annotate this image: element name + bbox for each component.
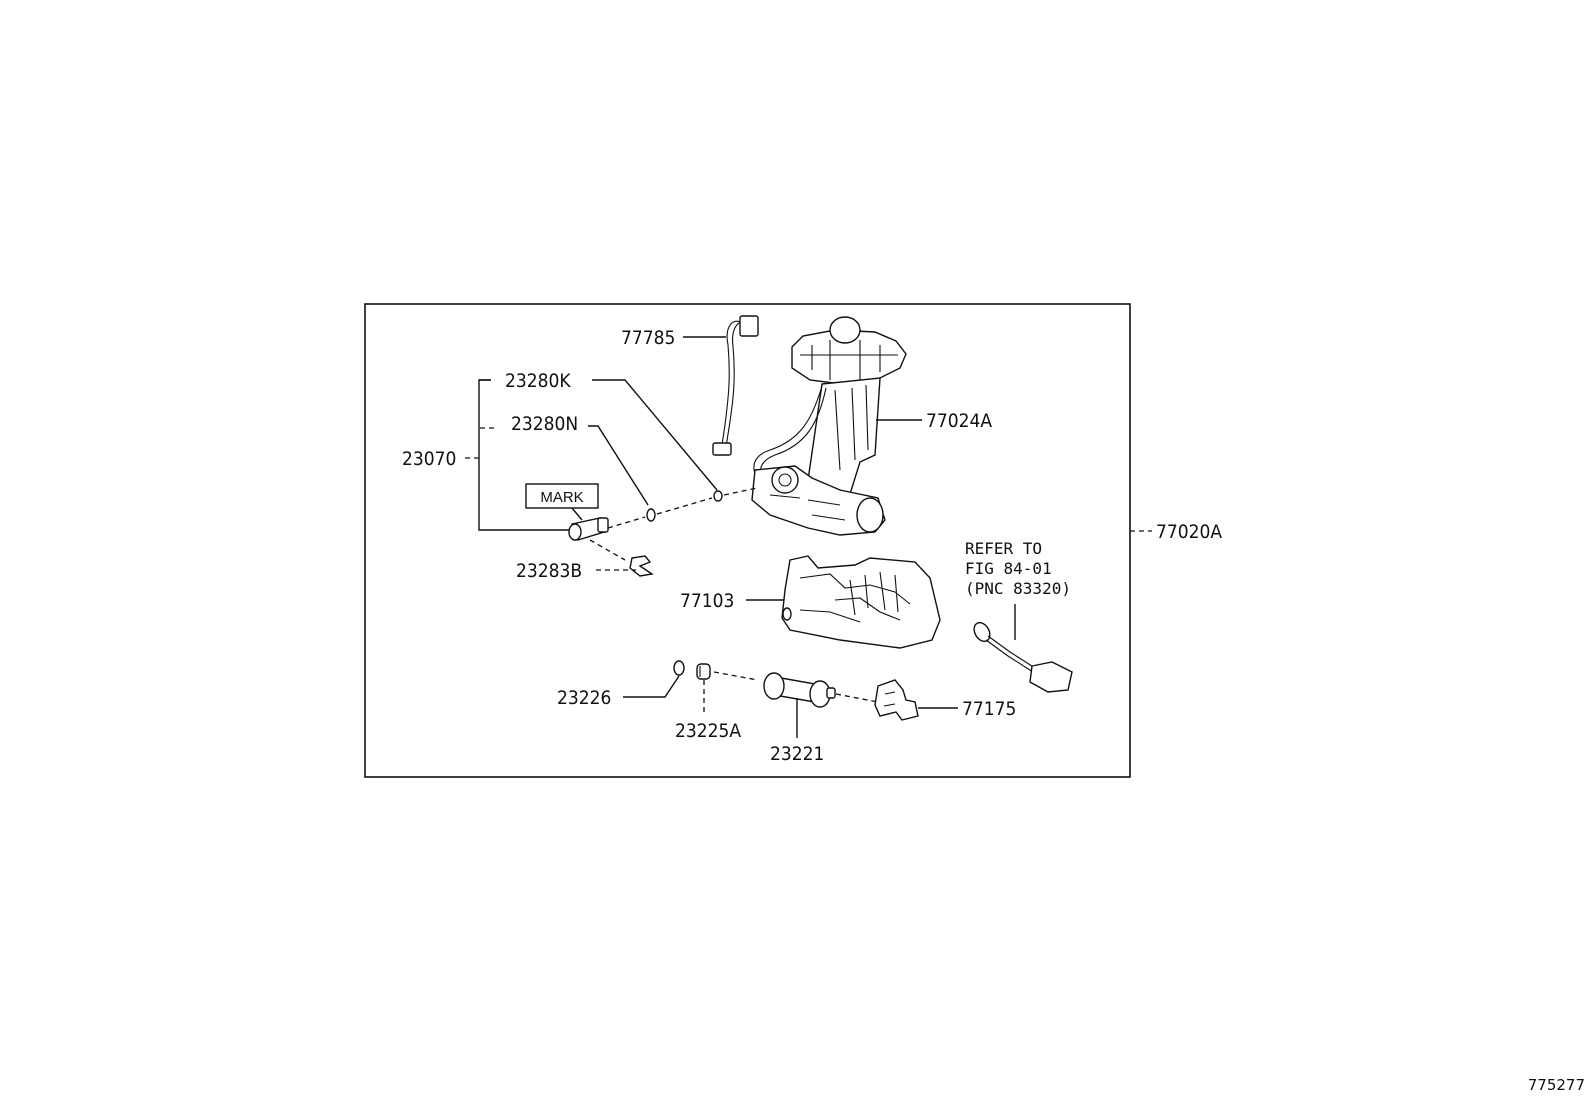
label-23226[interactable]: 23226 — [557, 687, 611, 709]
leader-23280K — [592, 379, 718, 491]
refer-line-2: FIG 84-01 — [965, 559, 1052, 578]
bracket-77175 — [874, 679, 919, 721]
leader-23280N — [588, 425, 649, 506]
ring-23226 — [673, 660, 685, 676]
refer-line-1: REFER TO — [965, 539, 1042, 558]
bracket-77103 — [781, 555, 941, 649]
label-23225A[interactable]: 23225A — [675, 720, 741, 742]
diagram-frame — [364, 303, 1131, 778]
label-23280N[interactable]: 23280N — [511, 413, 578, 435]
harness-77785 — [712, 315, 759, 456]
o-ring-23280K — [713, 490, 723, 502]
label-23070[interactable]: 23070 — [402, 448, 456, 470]
o-ring-23280N — [646, 508, 656, 522]
mark-text: MARK — [540, 489, 583, 506]
label-77020A[interactable]: 77020A — [1156, 521, 1222, 543]
label-23221[interactable]: 23221 — [770, 743, 824, 765]
pump-23221 — [763, 672, 836, 708]
leader-23226 — [623, 675, 680, 698]
label-77785[interactable]: 77785 — [621, 327, 675, 349]
label-77103[interactable]: 77103 — [680, 590, 734, 612]
label-23280K[interactable]: 23280K — [505, 370, 571, 392]
clip-23283B — [629, 555, 654, 577]
fuel-sender-gauge — [973, 621, 1073, 693]
filter-23225A — [696, 663, 711, 680]
label-77175[interactable]: 77175 — [962, 698, 1016, 720]
refer-line-3[interactable]: (PNC 83320) — [965, 579, 1071, 598]
illustration-id: 775277 — [1528, 1076, 1585, 1094]
label-23283B[interactable]: 23283B — [516, 560, 582, 582]
mark-box — [525, 483, 599, 509]
label-77024A[interactable]: 77024A — [926, 410, 992, 432]
fitting-23070 — [568, 517, 609, 541]
pump-assembly-77024A — [751, 316, 907, 536]
